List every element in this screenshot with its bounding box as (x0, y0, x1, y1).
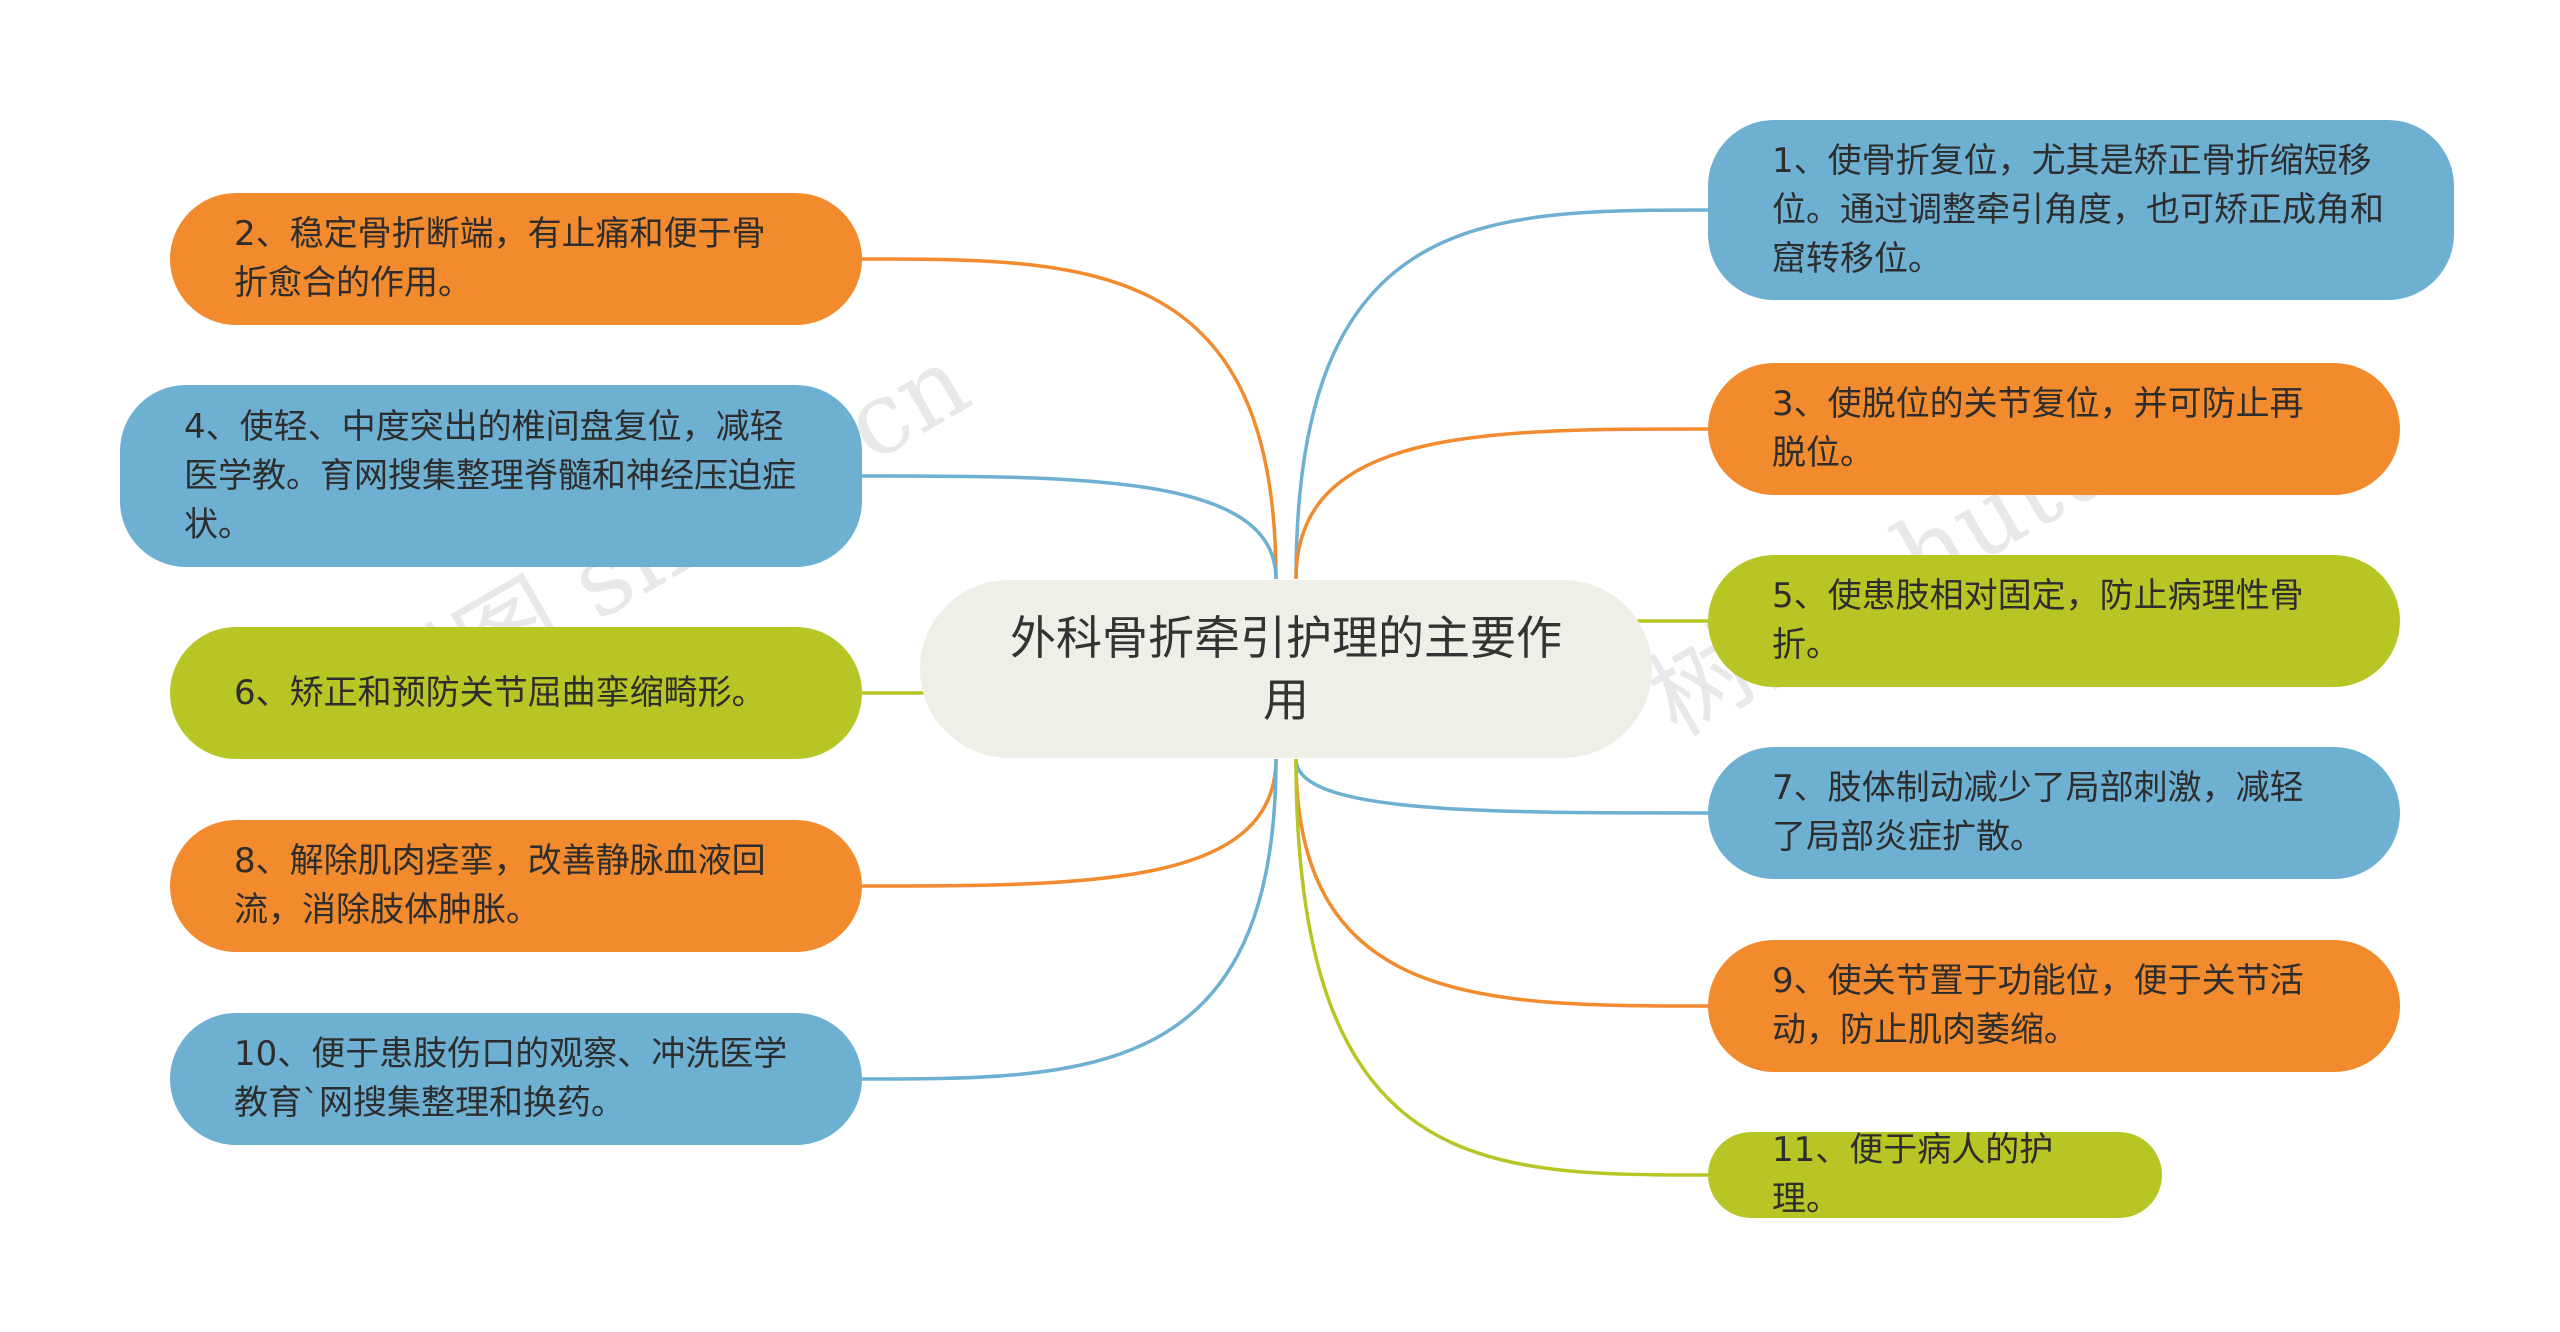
topic-node-5[interactable]: 5、使患肢相对固定，防止病理性骨折。 (1708, 555, 2400, 687)
connector-line-2 (861, 257, 1278, 580)
topic-node-3-label: 3、使脱位的关节复位，并可防止再脱位。 (1772, 384, 2304, 473)
topic-node-4[interactable]: 4、使轻、中度突出的椎间盘复位，减轻医学教。育网搜集整理脊髓和神经压迫症状。 (120, 385, 862, 567)
topic-node-2-label: 2、稳定骨折断端，有止痛和便于骨折愈合的作用。 (234, 214, 766, 303)
topic-node-2[interactable]: 2、稳定骨折断端，有止痛和便于骨折愈合的作用。 (170, 193, 862, 325)
topic-node-8-label: 8、解除肌肉痉挛，改善静脉血液回流，消除肢体肿胀。 (234, 841, 766, 930)
topic-node-10-label: 10、便于患肢伤口的观察、冲洗医学教育`网搜集整理和换药。 (234, 1034, 788, 1123)
topic-node-4-label: 4、使轻、中度突出的椎间盘复位，减轻医学教。育网搜集整理脊髓和神经压迫症状。 (184, 406, 796, 545)
connector-line-4 (861, 474, 1278, 580)
topic-node-1-label: 1、使骨折复位，尤其是矫正骨折缩短移位。通过调整牵引角度，也可矫正成角和窟转移位… (1772, 140, 2384, 279)
connector-line-7 (1294, 758, 1709, 815)
topic-node-5-label: 5、使患肢相对固定，防止病理性骨折。 (1772, 576, 2304, 665)
topic-node-9-label: 9、使关节置于功能位，便于关节活动，防止肌肉萎缩。 (1772, 961, 2304, 1050)
connector-line-11 (1294, 758, 1709, 1177)
connector-line-9 (1294, 758, 1709, 1008)
topic-node-3[interactable]: 3、使脱位的关节复位，并可防止再脱位。 (1708, 363, 2400, 495)
connector-line-8 (861, 758, 1278, 888)
topic-node-6-label: 6、矫正和预防关节屈曲挛缩畸形。 (234, 672, 766, 713)
central-topic-label: 外科骨折牵引护理的主要作用 (1010, 611, 1562, 727)
topic-node-11[interactable]: 11、便于病人的护理。 (1708, 1130, 2162, 1219)
topic-node-6[interactable]: 6、矫正和预防关节屈曲挛缩畸形。 (170, 627, 862, 759)
topic-node-7-label: 7、肢体制动减少了局部刺激，减轻了局部炎症扩散。 (1772, 768, 2304, 857)
topic-node-11-label: 11、便于病人的护理。 (1772, 1130, 2054, 1219)
connector-line-1 (1294, 208, 1709, 580)
central-topic[interactable]: 外科骨折牵引护理的主要作用 (920, 580, 1652, 758)
topic-node-10[interactable]: 10、便于患肢伤口的观察、冲洗医学教育`网搜集整理和换药。 (170, 1013, 862, 1145)
connector-line-10 (861, 758, 1278, 1081)
topic-node-1[interactable]: 1、使骨折复位，尤其是矫正骨折缩短移位。通过调整牵引角度，也可矫正成角和窟转移位… (1708, 120, 2454, 300)
topic-node-9[interactable]: 9、使关节置于功能位，便于关节活动，防止肌肉萎缩。 (1708, 940, 2400, 1072)
topic-node-7[interactable]: 7、肢体制动减少了局部刺激，减轻了局部炎症扩散。 (1708, 747, 2400, 879)
connector-line-3 (1294, 427, 1709, 580)
topic-node-8[interactable]: 8、解除肌肉痉挛，改善静脉血液回流，消除肢体肿胀。 (170, 820, 862, 952)
